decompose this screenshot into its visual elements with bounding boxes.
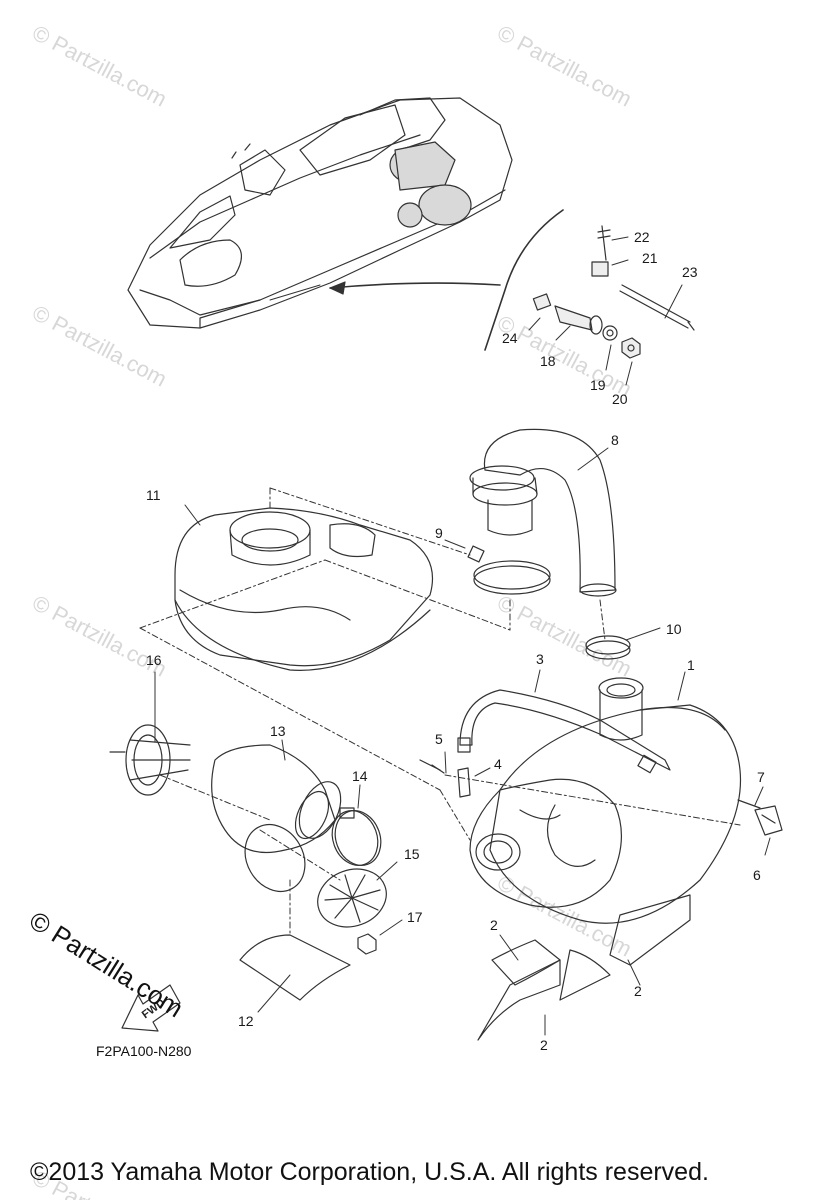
fwd-arrow-icon	[121, 984, 181, 1032]
leader-lines	[139, 236, 771, 1036]
part-3-strap	[457, 689, 671, 774]
callout-24: 24	[502, 330, 518, 346]
callout-15: 15	[404, 846, 420, 862]
part-14-clamp	[331, 807, 382, 866]
callout-21: 21	[642, 250, 658, 266]
part-12-sheet	[239, 934, 351, 1001]
fitting-group	[532, 225, 695, 359]
part-1-muffler	[469, 677, 742, 924]
callout-17: 17	[407, 909, 423, 925]
part-9-clamp	[467, 545, 551, 595]
callout-18: 18	[540, 353, 556, 369]
copyright-notice: ©2013 Yamaha Motor Corporation, U.S.A. A…	[30, 1158, 709, 1186]
callout-2: 2	[634, 983, 642, 999]
part-16-flange	[109, 724, 191, 796]
part-11-water-box	[174, 507, 434, 671]
callout-11: 11	[146, 487, 161, 503]
fastener-parts	[419, 759, 783, 836]
part-8-pipe	[469, 428, 617, 597]
callout-14: 14	[352, 768, 368, 784]
callout-4: 4	[494, 756, 502, 772]
part-13-pipe	[211, 744, 342, 892]
callout-3: 3	[536, 651, 544, 667]
callout-12: 12	[238, 1013, 254, 1029]
callout-16: 16	[146, 652, 162, 668]
callout-19: 19	[590, 377, 606, 393]
callout-5: 5	[435, 731, 443, 747]
callout-13: 13	[270, 723, 286, 739]
callout-2: 2	[490, 917, 498, 933]
callout-10: 10	[666, 621, 682, 637]
part-2-shields	[477, 894, 691, 1041]
callout-20: 20	[612, 391, 628, 407]
part-17-nut	[357, 933, 377, 955]
callout-2: 2	[540, 1037, 548, 1053]
part-10-clamp	[585, 635, 631, 660]
callout-9: 9	[435, 525, 443, 541]
watercraft-overview	[127, 97, 564, 351]
callout-7: 7	[757, 769, 765, 785]
part-15-plate	[317, 868, 387, 928]
diagram-code: F2PA100-N280	[96, 1043, 192, 1059]
callout-6: 6	[753, 867, 761, 883]
callout-8: 8	[611, 432, 619, 448]
callout-22: 22	[634, 229, 650, 245]
callout-23: 23	[682, 264, 698, 280]
callout-1: 1	[687, 657, 695, 673]
